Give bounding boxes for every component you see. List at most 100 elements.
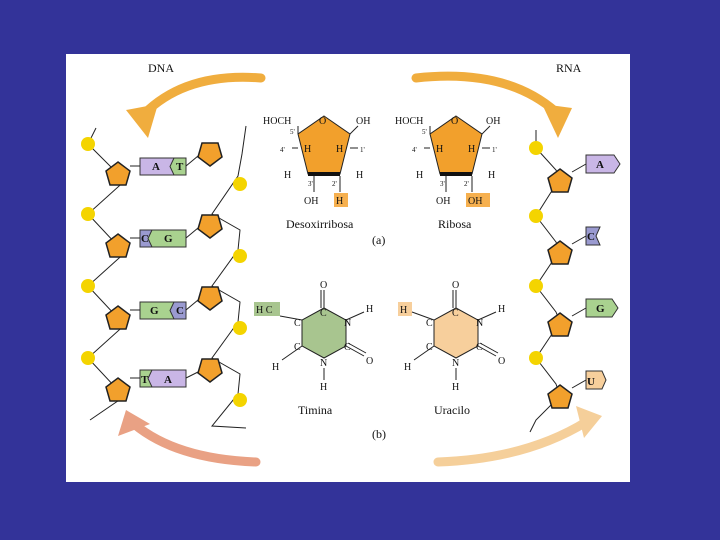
carbon-label: C: [344, 342, 351, 353]
arrow-thymine-to-dna: [118, 410, 261, 467]
ribose-name: Ribosa: [438, 217, 472, 231]
carbon-label: 4': [412, 146, 417, 154]
base-pair-4: T A: [130, 369, 199, 388]
h-label: H: [336, 144, 343, 155]
base-label: C: [176, 305, 184, 317]
carbon-label: 1': [492, 146, 497, 154]
carbon-label: 1': [360, 146, 365, 154]
ribose-structure: HOCH 5' O OH 4' H H 1' H H 3' 2' OH OH R…: [395, 115, 500, 231]
phosphate: [233, 321, 247, 335]
nitrogen-label: N: [344, 318, 351, 329]
rna-base-1: A: [571, 154, 621, 174]
base-label: T: [176, 161, 184, 173]
h-label: H: [404, 362, 411, 373]
carbon-label: C: [476, 342, 483, 353]
sugar: [197, 358, 223, 383]
base-label: G: [164, 233, 173, 245]
oxygen-label: O: [319, 116, 326, 127]
oh-label: OH: [356, 116, 370, 127]
phosphate: [81, 137, 95, 151]
nitrogen-label: N: [452, 358, 459, 369]
base-label: C: [141, 233, 149, 245]
phosphate: [529, 209, 543, 223]
oxygen-label: O: [366, 356, 373, 367]
sugar: [197, 286, 223, 311]
uracil-name: Uracilo: [434, 403, 470, 417]
arrow-dna-to-sugar: [126, 72, 266, 138]
rna-base-4: U: [571, 370, 607, 390]
phosphate: [233, 393, 247, 407]
h-highlight-label: H: [400, 305, 407, 316]
carbon-label: 5': [290, 128, 295, 136]
label-b: (b): [372, 427, 386, 441]
highlight-box: [334, 193, 348, 207]
carbon-label: C: [426, 318, 433, 329]
phosphate: [529, 351, 543, 365]
h-label: H: [356, 170, 363, 181]
nitrogen-label: N: [476, 318, 483, 329]
base-pair-3: G C: [130, 299, 199, 320]
oxygen-label: O: [320, 280, 327, 291]
hoch-label: HOCH: [395, 116, 423, 127]
base-pair-1: A T: [130, 155, 199, 176]
base-label: A: [152, 161, 160, 173]
oh-label: OH: [304, 196, 318, 207]
sugar: [105, 233, 131, 258]
h-label: H: [468, 144, 475, 155]
oh-highlight-label: OH: [468, 196, 482, 207]
deoxyribose-structure: HOCH 5' O OH 4' H H 1' H H 3' 2' OH H De…: [263, 115, 370, 231]
phosphate: [81, 279, 95, 293]
dna-heading: DNA: [148, 61, 174, 75]
nitrogen-label: N: [320, 358, 327, 369]
sugar: [547, 240, 573, 265]
sugar: [105, 305, 131, 330]
h-label: H: [272, 362, 279, 373]
h-label: H: [436, 144, 443, 155]
carbon-label: 2': [464, 180, 469, 188]
sugar: [547, 312, 573, 337]
sugar: [197, 142, 223, 167]
rna-base-3: G: [571, 298, 619, 318]
phosphate: [81, 351, 95, 365]
carbon-label: 4': [280, 146, 285, 154]
rna-base-2: C: [571, 226, 601, 246]
base-label: C: [587, 231, 595, 243]
carbon-label: C: [294, 318, 301, 329]
base-label: G: [596, 303, 605, 315]
h-label: H: [320, 382, 327, 393]
h-label: H: [498, 304, 505, 315]
base-label: U: [587, 376, 595, 388]
phosphate: [529, 279, 543, 293]
base-label: T: [141, 374, 149, 386]
rna-strand: A C G U: [529, 130, 621, 433]
thymine-name: Timina: [298, 403, 333, 417]
base-pair-2: C G: [130, 227, 199, 248]
carbon-label: 3': [440, 180, 445, 188]
carbon-label: 2': [332, 180, 337, 188]
phosphate: [233, 177, 247, 191]
phosphate: [233, 249, 247, 263]
h-label: H: [452, 382, 459, 393]
deoxyribose-name: Desoxirribosa: [286, 217, 354, 231]
h-label: H: [416, 170, 423, 181]
base-label: A: [164, 374, 172, 386]
phosphate: [81, 207, 95, 221]
diagram-canvas: DNA RNA: [81, 61, 621, 467]
sugar: [547, 168, 573, 193]
h-label: H: [488, 170, 495, 181]
phosphate: [529, 141, 543, 155]
highlight-box: [398, 302, 412, 316]
label-a: (a): [372, 233, 385, 247]
base-label: A: [596, 159, 604, 171]
sugar: [547, 384, 573, 409]
h-highlight-label: H: [336, 196, 343, 207]
h-label: H: [366, 304, 373, 315]
oh-label: OH: [486, 116, 500, 127]
arrow-rna-to-sugar: [411, 71, 572, 138]
arrow-uracil-to-rna: [433, 406, 602, 467]
carbon-label: C: [426, 342, 433, 353]
carbon-label: 5': [422, 128, 427, 136]
dna-double-helix: A T C G G C T A: [81, 125, 247, 429]
slide-panel: DNA RNA: [66, 54, 630, 482]
rna-heading: RNA: [556, 61, 582, 75]
